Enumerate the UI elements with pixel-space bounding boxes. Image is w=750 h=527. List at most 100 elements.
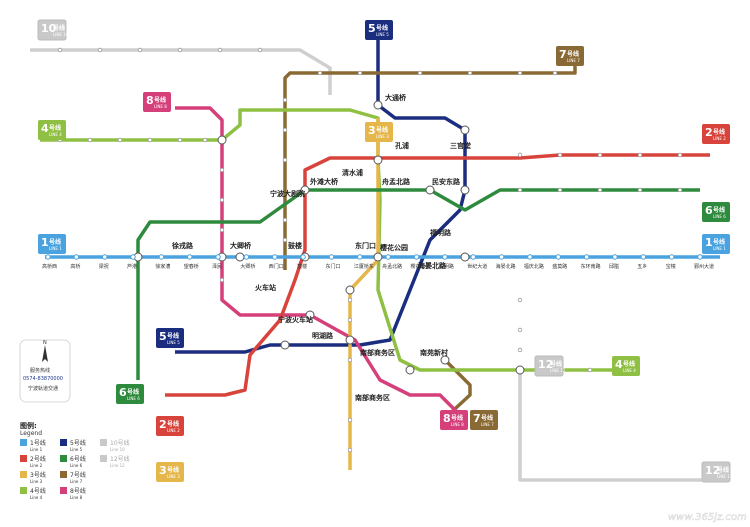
station-label: 南部商务区 xyxy=(360,348,395,357)
station-label: 大通桥 xyxy=(385,93,407,102)
station-label: 海晏北路 xyxy=(418,261,447,270)
badge-number: 7 xyxy=(559,48,567,61)
line-1-station-label: 西门口 xyxy=(269,263,284,270)
station-label: 南部商务区 xyxy=(355,393,390,402)
badge-number: 6 xyxy=(119,386,127,399)
line-1-station-label: 樱花公园 xyxy=(411,263,431,270)
station-tick xyxy=(552,70,558,76)
badge-suffix: 号线 xyxy=(717,466,729,474)
legend-title: 图例: xyxy=(20,421,37,430)
station-tick xyxy=(137,47,143,53)
badge-suffix: 号线 xyxy=(451,414,463,422)
badge-number: 1 xyxy=(705,236,713,249)
line-1-station-label: 江厦桥东 xyxy=(354,263,374,270)
legend-item-label: 8号线 xyxy=(70,487,86,495)
hotline-number: 0574-83870000 xyxy=(23,376,63,382)
line-1-station-label: 高桥西 xyxy=(42,263,57,270)
badge-suffix: 号线 xyxy=(376,24,388,32)
badge-english: LINE 7 xyxy=(567,58,580,63)
badge-suffix: 号线 xyxy=(550,360,562,368)
legend-item-english: Line 8 xyxy=(70,495,83,500)
line-1-station-label: 高桥 xyxy=(70,263,80,270)
station-tick xyxy=(87,137,93,143)
badge-number: 4 xyxy=(615,358,623,371)
badge-suffix: 号线 xyxy=(481,414,493,422)
badge-suffix: 号线 xyxy=(49,238,61,246)
badge-number: 8 xyxy=(146,94,154,107)
line-1-station-dot xyxy=(413,254,420,260)
station-tick xyxy=(597,187,603,193)
info-note: 宁波轨道交通 xyxy=(28,385,58,392)
line-10-route xyxy=(30,48,332,95)
line-1-station-label: 宝幢 xyxy=(666,263,676,270)
legend-item-english: Line 4 xyxy=(30,495,43,500)
legend-item-label: 7号线 xyxy=(70,471,86,479)
line-1-station-label: 五乡 xyxy=(637,264,647,270)
line-1-station-label: 梁祝 xyxy=(99,263,109,270)
line-1-station-label: 世纪大道 xyxy=(467,263,487,270)
line-1-station-label: 福庆北路 xyxy=(524,263,544,270)
station-label: 外滩大桥 xyxy=(310,177,339,186)
station-label: 明湖路 xyxy=(312,331,334,340)
station-tick xyxy=(347,317,353,323)
badge-number: 8 xyxy=(443,412,451,425)
badge-number: 3 xyxy=(368,124,376,137)
station-tick xyxy=(467,70,473,76)
badge-english: LINE 5 xyxy=(167,340,180,345)
badge-number: 5 xyxy=(159,330,167,343)
badge-english: LINE 12 xyxy=(717,474,733,479)
station-tick xyxy=(219,167,225,173)
line-1-station-dot xyxy=(357,254,363,260)
line-1-station-dot xyxy=(697,254,703,260)
info-box: N 服务热线 0574-83870000 宁波轨道交通 xyxy=(19,339,71,403)
legend-item-label: 12号线 xyxy=(110,455,130,463)
badge-suffix: 号线 xyxy=(713,238,725,246)
station-tick xyxy=(417,70,423,76)
badge-suffix: 号线 xyxy=(376,126,388,134)
badge-english: LINE 6 xyxy=(127,396,140,401)
badge-suffix: 号线 xyxy=(567,50,579,58)
station-tick xyxy=(317,70,323,76)
legend-subtitle: Legend xyxy=(20,430,42,437)
badge-suffix: 号线 xyxy=(713,206,725,214)
badge-suffix: 号线 xyxy=(53,24,65,32)
line-1-station-label: 芦港 xyxy=(127,263,137,270)
line-1-station-dot xyxy=(158,254,165,260)
line-1-station-label: 邱隘 xyxy=(609,263,619,270)
station-tick xyxy=(282,217,288,223)
line-1-station-label: 东环南路 xyxy=(581,263,601,270)
legend-item-label: 5号线 xyxy=(70,439,86,447)
line-1-station-dot xyxy=(73,254,80,260)
badge-suffix: 号线 xyxy=(49,124,61,132)
line-1-station-dot xyxy=(442,254,448,260)
badge-english: LINE 4 xyxy=(49,132,62,137)
badge-english: LINE 2 xyxy=(713,136,726,141)
legend-item-english: Line 3 xyxy=(30,479,43,484)
legend-item-english: Line 6 xyxy=(70,463,83,468)
line-1-station-label: 盛莫路 xyxy=(552,263,567,270)
station-ticks xyxy=(57,47,683,453)
badge-suffix: 号线 xyxy=(154,96,166,104)
line-1-station-dot xyxy=(385,254,391,260)
compass-north-icon xyxy=(42,345,48,362)
station-label: 孔浦 xyxy=(395,141,409,150)
